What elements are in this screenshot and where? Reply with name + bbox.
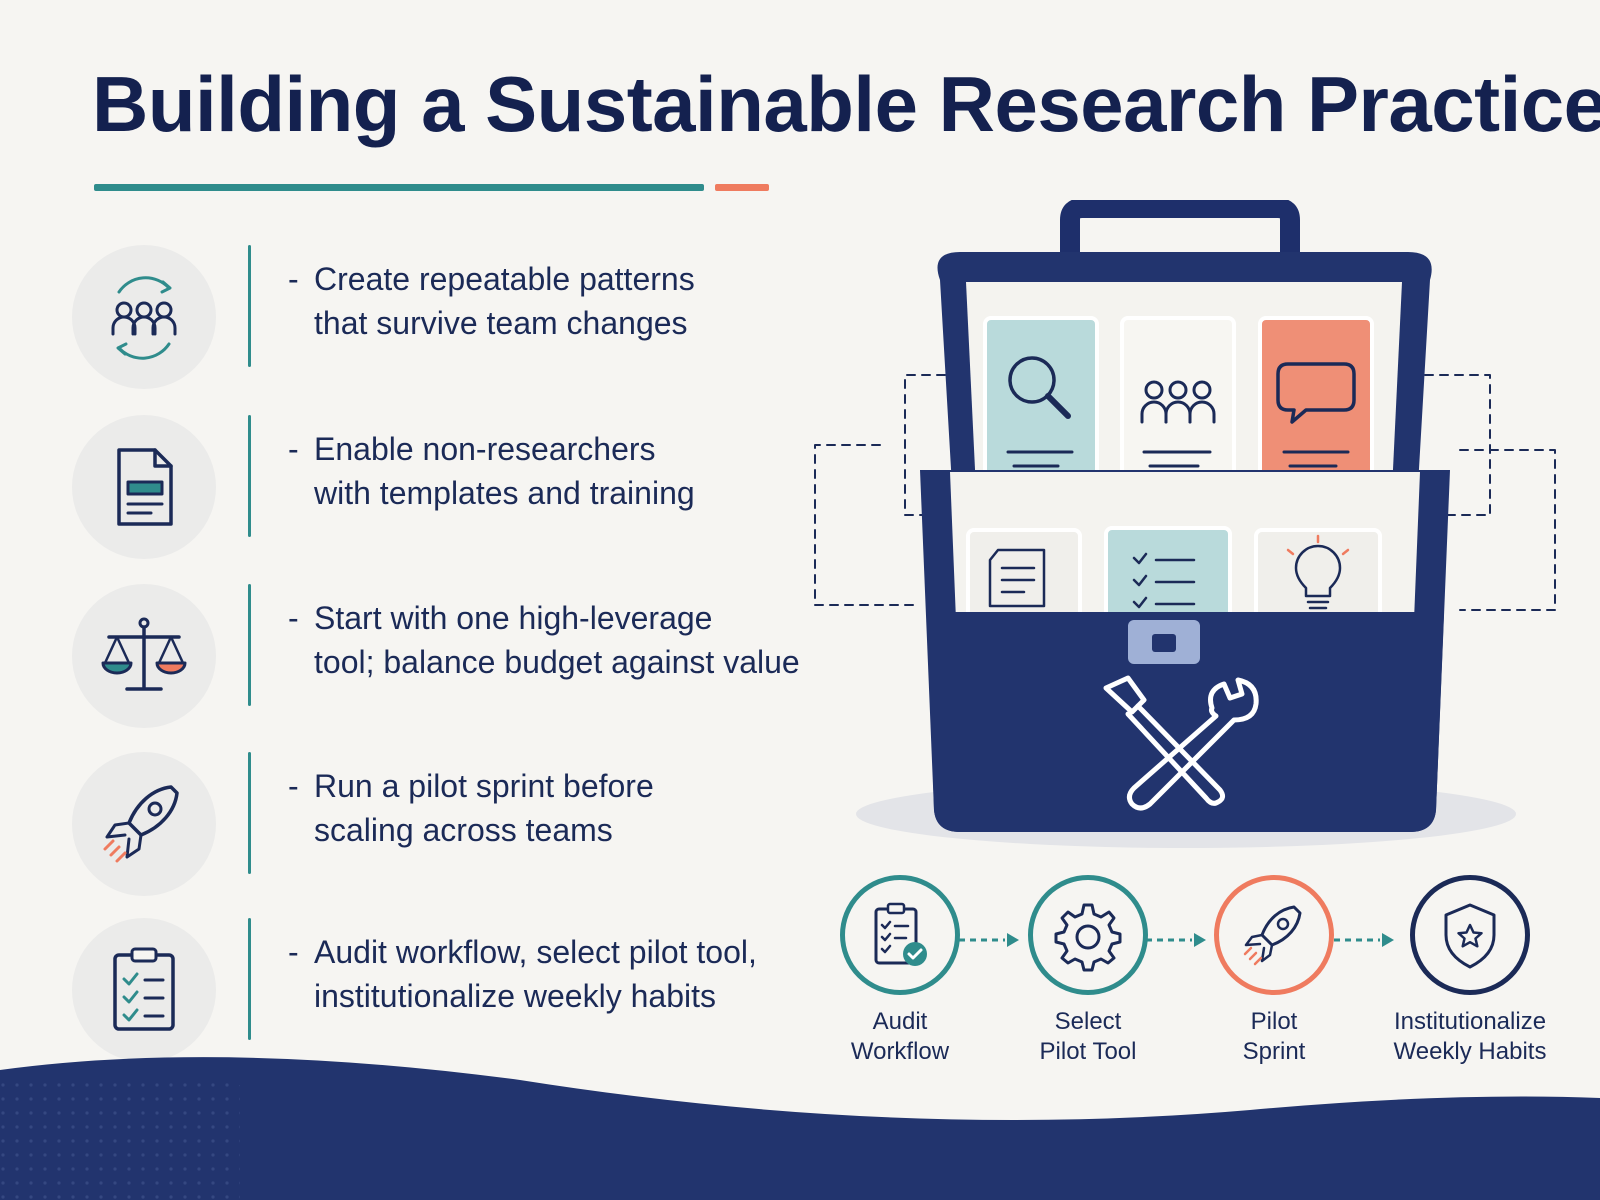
item-text: -Enable non-researchers with templates a… xyxy=(288,427,848,515)
bullet-dash: - xyxy=(288,431,299,467)
step-label: Institutionalize Weekly Habits xyxy=(1370,1007,1570,1067)
footer-wave xyxy=(0,1057,1600,1200)
wrench-screwdriver-icon xyxy=(1103,675,1259,811)
item-text: -Run a pilot sprint before scaling acros… xyxy=(288,764,848,852)
item-divider xyxy=(248,415,251,537)
item-divider xyxy=(248,584,251,706)
list-item: -Start with one high-leverage tool; bala… xyxy=(72,584,832,734)
step-pilot-sprint: Pilot Sprint xyxy=(1174,875,1374,1067)
item-line-1: Create repeatable patterns xyxy=(314,261,695,297)
item-divider xyxy=(248,245,251,367)
item-line-2: tool; balance budget against value xyxy=(314,644,800,680)
list-item: -Enable non-researchers with templates a… xyxy=(72,415,832,565)
tool-card-lightbulb xyxy=(1254,528,1382,640)
list-item: -Audit workflow, select pilot tool, inst… xyxy=(72,918,832,1068)
dashed-connector xyxy=(814,444,916,606)
item-text: -Audit workflow, select pilot tool, inst… xyxy=(288,930,848,1018)
step-label: Select Pilot Tool xyxy=(988,1007,1188,1067)
shield-star-icon xyxy=(1444,903,1496,969)
step-label-line-1: Pilot xyxy=(1250,1008,1298,1035)
item-line-1: Enable non-researchers xyxy=(314,431,656,467)
step-label-line-2: Pilot Tool xyxy=(1039,1038,1137,1065)
checklist-icon xyxy=(72,918,216,1062)
step-circle xyxy=(840,875,960,995)
dashed-connector xyxy=(1459,449,1556,611)
tool-card-people xyxy=(1120,316,1236,504)
step-label: Pilot Sprint xyxy=(1174,1007,1374,1067)
document-icon xyxy=(72,415,216,559)
item-line-2: institutionalize weekly habits xyxy=(314,978,716,1014)
item-divider xyxy=(248,918,251,1040)
dashed-arrow xyxy=(1334,933,1394,947)
item-text: -Create repeatable patterns that survive… xyxy=(288,257,848,345)
step-circle xyxy=(1410,875,1530,995)
item-line-2: scaling across teams xyxy=(314,812,613,848)
bullet-dash: - xyxy=(288,600,299,636)
step-label-line-1: Audit xyxy=(872,1008,928,1035)
step-institutionalize-weekly-habits: Institutionalize Weekly Habits xyxy=(1370,875,1570,1067)
rocket-icon xyxy=(1243,905,1302,966)
step-audit-workflow: Audit Workflow xyxy=(800,875,1000,1067)
item-text: -Start with one high-leverage tool; bala… xyxy=(288,596,848,684)
item-line-1: Start with one high-leverage xyxy=(314,600,713,636)
clipboard-check-icon xyxy=(874,902,927,966)
gear-icon xyxy=(1054,903,1122,972)
step-label: Audit Workflow xyxy=(800,1007,1000,1067)
page-title: Building a Sustainable Research Practice xyxy=(92,60,1600,148)
title-underline-teal xyxy=(94,184,704,191)
team-cycle-icon xyxy=(72,245,216,389)
step-circle xyxy=(1214,875,1334,995)
item-divider xyxy=(248,752,251,874)
step-label-line-1: Select xyxy=(1054,1008,1122,1035)
step-label-line-2: Workflow xyxy=(850,1038,950,1065)
step-label-line-2: Sprint xyxy=(1242,1038,1306,1065)
step-label-line-1: Institutionalize xyxy=(1393,1008,1547,1035)
list-item: -Run a pilot sprint before scaling acros… xyxy=(72,752,832,902)
step-label-line-2: Weekly Habits xyxy=(1393,1038,1547,1065)
dashed-connector xyxy=(1409,374,1491,516)
bullet-dash: - xyxy=(288,261,299,297)
toolbox-handle xyxy=(1060,200,1300,270)
bullet-dash: - xyxy=(288,934,299,970)
list-item: -Create repeatable patterns that survive… xyxy=(72,245,832,395)
item-line-2: that survive team changes xyxy=(314,305,688,341)
step-circle xyxy=(1028,875,1148,995)
dashed-connector xyxy=(904,374,961,516)
toolbox-illustration xyxy=(814,200,1556,848)
title-underline-orange xyxy=(715,184,769,191)
rocket-icon xyxy=(72,752,216,896)
balance-scale-icon xyxy=(72,584,216,728)
item-line-1: Audit workflow, select pilot tool, xyxy=(314,934,757,970)
dashed-arrow xyxy=(959,933,1019,947)
dashed-arrow xyxy=(1146,933,1206,947)
bullet-dash: - xyxy=(288,768,299,804)
item-line-2: with templates and training xyxy=(314,475,695,511)
item-line-1: Run a pilot sprint before xyxy=(314,768,654,804)
tool-card-magnifier xyxy=(983,316,1099,504)
step-select-pilot-tool: Select Pilot Tool xyxy=(988,875,1188,1067)
